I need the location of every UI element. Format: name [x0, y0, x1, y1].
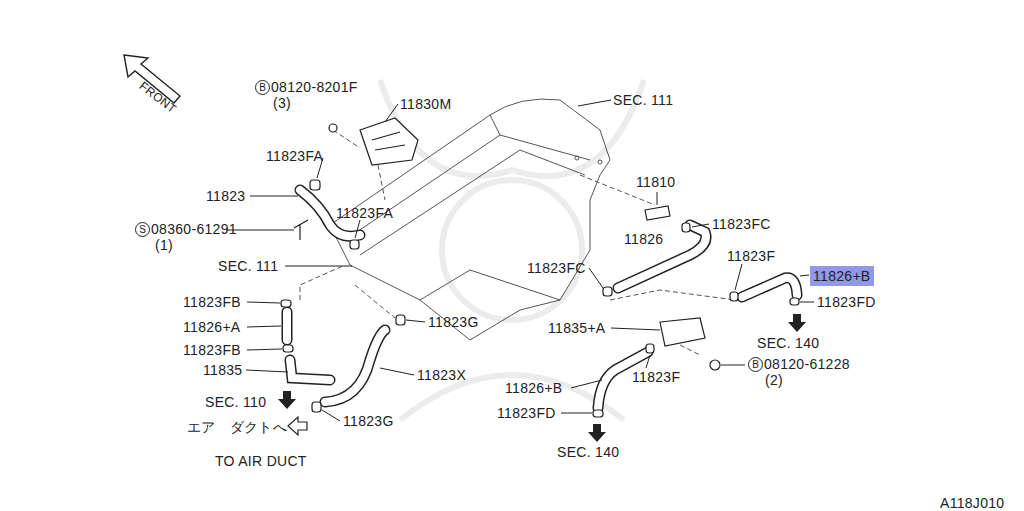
cylinder-head: [330, 99, 610, 340]
part-number: 11823FD: [817, 294, 876, 310]
watermark: [380, 80, 644, 420]
part-number: 11823G: [428, 314, 479, 330]
part-number: 11826: [624, 231, 663, 247]
part-number: 08120-61228: [764, 356, 850, 372]
air-duct-arrow: [288, 417, 307, 435]
part-number: 11823: [206, 188, 245, 204]
bracket: [329, 118, 418, 165]
part-number: 11810: [636, 174, 675, 190]
section-ref: SEC. 140: [757, 335, 819, 351]
part-number: 11835+A: [548, 320, 606, 336]
note-japanese: エア ダクトへ: [187, 419, 287, 435]
note: TO AIR DUCT: [215, 453, 307, 469]
figure-code: A118J010: [940, 495, 1004, 511]
section-ref: SEC. 140: [557, 444, 619, 460]
guide-line: [300, 130, 735, 410]
part-number: 11823FC: [527, 260, 586, 276]
hose: [287, 190, 797, 408]
part-number: 08360-61291: [151, 221, 237, 237]
part-number: 11826+B: [505, 380, 563, 396]
quantity: (2): [765, 372, 783, 388]
callout-number: 11826+B: [813, 268, 871, 284]
part-number: 08120-8201F: [271, 79, 358, 95]
part-number: 11823FC: [712, 216, 771, 232]
highlighted-callout: 11826+B: [810, 266, 874, 286]
part-number: 11823FB: [183, 294, 241, 310]
circle-letter: S: [135, 222, 150, 237]
part-number: 11826+A: [183, 319, 241, 335]
circle-letter: B: [748, 357, 763, 372]
quantity: (3): [273, 95, 291, 111]
part-number: 11830M: [400, 96, 451, 112]
part-number: 11823G: [343, 413, 394, 429]
part-number: 11823F: [632, 369, 680, 385]
part-number: 11823FA: [266, 148, 323, 164]
section-ref: SEC. 111: [613, 92, 673, 108]
part-number: 11823X: [417, 367, 466, 383]
leader-line: [226, 100, 814, 421]
part-number: 11823FA: [336, 205, 393, 221]
part-number: 11823FB: [183, 342, 241, 358]
section-ref: SEC. 110: [205, 394, 266, 410]
clamp: [281, 180, 799, 417]
quantity: (1): [155, 237, 173, 253]
part-number: 11835: [203, 362, 242, 378]
part-number: 11823F: [727, 248, 775, 264]
circle-letter: B: [255, 80, 270, 95]
direction-arrow: [278, 314, 806, 442]
part-number: 11823FD: [497, 405, 556, 421]
section-ref: SEC. 111: [218, 258, 278, 274]
